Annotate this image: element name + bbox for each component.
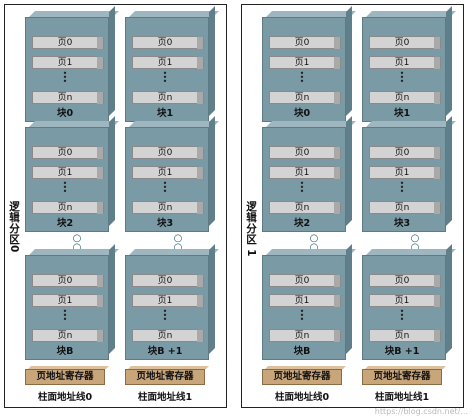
block-2: 页0 页1 ••• 页n 块2 <box>25 127 109 232</box>
partition-label: 逻辑分区 1 <box>245 201 257 257</box>
page-0: 页0 <box>132 274 204 287</box>
page-address-register: 页地址寄存器 <box>362 369 442 385</box>
page-ellipsis: ••• <box>299 69 305 86</box>
page-ellipsis: ••• <box>162 307 168 324</box>
block-ellipsis: ○○ <box>410 233 420 253</box>
block-label: 块B +1 <box>147 346 183 357</box>
block-label: 块B <box>56 346 74 357</box>
page-ellipsis: ••• <box>62 69 68 86</box>
page-n: 页n <box>132 329 204 342</box>
block-label: 块0 <box>293 108 311 119</box>
logical-partition-1: 逻辑分区 1 页0 页1 ••• 页n 块0 页0 页1 ••• 页n 块1 页… <box>241 4 464 408</box>
page-address-register: 页地址寄存器 <box>262 369 342 385</box>
page-n: 页n <box>369 329 441 342</box>
block-2: 页0 页1 ••• 页n 块2 <box>262 127 346 232</box>
block-ellipsis: ○○ <box>309 233 319 253</box>
block-3: 页0 页1 ••• 页n 块3 <box>362 127 446 232</box>
page-n: 页n <box>269 91 341 104</box>
page-ellipsis: ••• <box>299 307 305 324</box>
page-ellipsis: ••• <box>299 179 305 196</box>
page-1: 页1 <box>369 56 441 69</box>
page-n: 页n <box>269 201 341 214</box>
page-1: 页1 <box>32 166 104 179</box>
page-0: 页0 <box>269 146 341 159</box>
page-1: 页1 <box>32 294 104 307</box>
page-address-register: 页地址寄存器 <box>125 369 205 385</box>
page-0: 页0 <box>132 36 204 49</box>
block-ellipsis: ○○ <box>72 233 82 253</box>
page-n: 页n <box>369 91 441 104</box>
page-ellipsis: ••• <box>62 179 68 196</box>
block-1: 页0 页1 ••• 页n 块1 <box>125 17 209 122</box>
cylinder-address-line: 柱面地址线1 <box>137 392 193 403</box>
block-label: 块3 <box>393 218 411 229</box>
block-label: 块B <box>293 346 311 357</box>
page-0: 页0 <box>269 36 341 49</box>
watermark: https://blog.csdn.net/... <box>374 407 468 416</box>
page-ellipsis: ••• <box>62 307 68 324</box>
block-0: 页0 页1 ••• 页n 块0 <box>25 17 109 122</box>
block-label: 块B +1 <box>384 346 420 357</box>
block-label: 块1 <box>393 108 411 119</box>
block-b-plus-1: 页0 页1 ••• 页n 块B +1 <box>125 255 209 360</box>
page-n: 页n <box>369 201 441 214</box>
page-1: 页1 <box>269 56 341 69</box>
page-ellipsis: ••• <box>162 179 168 196</box>
block-b-plus-1: 页0 页1 ••• 页n 块B +1 <box>362 255 446 360</box>
block-1: 页0 页1 ••• 页n 块1 <box>362 17 446 122</box>
page-0: 页0 <box>32 146 104 159</box>
page-n: 页n <box>132 201 204 214</box>
page-0: 页0 <box>132 146 204 159</box>
page-n: 页n <box>32 329 104 342</box>
page-1: 页1 <box>32 56 104 69</box>
block-label: 块1 <box>156 108 174 119</box>
cylinder-address-line: 柱面地址线0 <box>274 392 330 403</box>
block-label: 块2 <box>293 218 311 229</box>
page-n: 页n <box>132 91 204 104</box>
page-n: 页n <box>32 91 104 104</box>
block-3: 页0 页1 ••• 页n 块3 <box>125 127 209 232</box>
block-b: 页0 页1 ••• 页n 块B <box>25 255 109 360</box>
page-1: 页1 <box>132 166 204 179</box>
block-b: 页0 页1 ••• 页n 块B <box>262 255 346 360</box>
page-1: 页1 <box>132 56 204 69</box>
page-0: 页0 <box>369 146 441 159</box>
page-ellipsis: ••• <box>399 179 405 196</box>
page-1: 页1 <box>369 166 441 179</box>
block-0: 页0 页1 ••• 页n 块0 <box>262 17 346 122</box>
page-0: 页0 <box>32 36 104 49</box>
block-label: 块2 <box>56 218 74 229</box>
page-1: 页1 <box>269 166 341 179</box>
logical-partition-0: 逻辑分区0 页0 页1 ••• 页n 块0 页0 页1 ••• 页n 块1 页0… <box>4 4 227 408</box>
page-ellipsis: ••• <box>162 69 168 86</box>
page-ellipsis: ••• <box>399 69 405 86</box>
partition-label: 逻辑分区0 <box>8 201 20 253</box>
page-0: 页0 <box>369 36 441 49</box>
page-0: 页0 <box>32 274 104 287</box>
page-address-register: 页地址寄存器 <box>25 369 105 385</box>
page-n: 页n <box>32 201 104 214</box>
page-0: 页0 <box>369 274 441 287</box>
cylinder-address-line: 柱面地址线1 <box>374 392 430 403</box>
page-1: 页1 <box>269 294 341 307</box>
page-1: 页1 <box>369 294 441 307</box>
block-label: 块0 <box>56 108 74 119</box>
page-0: 页0 <box>269 274 341 287</box>
page-ellipsis: ••• <box>399 307 405 324</box>
page-n: 页n <box>269 329 341 342</box>
cylinder-address-line: 柱面地址线0 <box>37 392 93 403</box>
page-1: 页1 <box>132 294 204 307</box>
block-ellipsis: ○○ <box>173 233 183 253</box>
block-label: 块3 <box>156 218 174 229</box>
